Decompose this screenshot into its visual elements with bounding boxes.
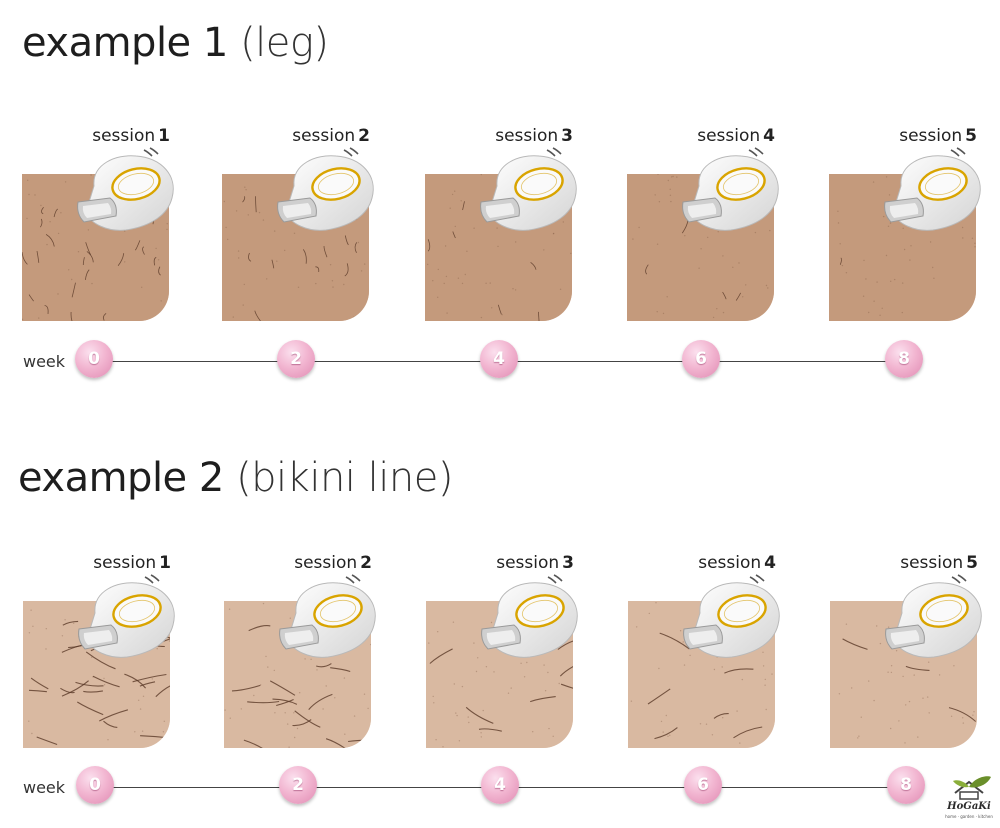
week-marker-icon: 4 <box>480 340 518 378</box>
example-title: example 2 (bikini line) <box>18 455 453 501</box>
week-marker-icon: 8 <box>885 340 923 378</box>
week-marker-icon: 8 <box>887 766 925 804</box>
brand-name: HoGaKi <box>947 801 991 812</box>
ipl-device-icon <box>74 146 182 238</box>
example-title-main: example 1 <box>22 20 228 66</box>
ipl-device-icon <box>75 573 183 665</box>
week-marker-icon: 2 <box>277 340 315 378</box>
example-subtitle: (leg) <box>240 20 329 66</box>
brand-logo: HoGaKi home · garden · kitchen <box>943 773 995 821</box>
week-marker-icon: 6 <box>682 340 720 378</box>
week-marker-icon: 6 <box>684 766 722 804</box>
week-marker-icon: 0 <box>76 766 114 804</box>
example-title-main: example 2 <box>18 455 224 501</box>
ipl-device-icon <box>680 573 788 665</box>
week-timeline: week 0 2 4 6 8 <box>0 766 1000 810</box>
ipl-device-icon <box>679 146 787 238</box>
week-timeline: week 0 2 4 6 8 <box>0 340 1000 384</box>
week-marker-icon: 4 <box>481 766 519 804</box>
ipl-device-icon <box>882 573 990 665</box>
example-subtitle: (bikini line) <box>236 455 453 501</box>
ipl-device-icon <box>276 573 384 665</box>
week-label: week <box>23 778 66 797</box>
ipl-device-icon <box>881 146 989 238</box>
brand-tagline: home · garden · kitchen <box>945 814 993 819</box>
week-marker-icon: 2 <box>279 766 317 804</box>
ipl-device-icon <box>477 146 585 238</box>
week-marker-icon: 0 <box>75 340 113 378</box>
house-leaf-logo-icon <box>953 776 991 800</box>
ipl-device-icon <box>274 146 382 238</box>
week-label: week <box>23 352 66 371</box>
ipl-device-icon <box>478 573 586 665</box>
example-title: example 1 (leg) <box>22 20 329 66</box>
